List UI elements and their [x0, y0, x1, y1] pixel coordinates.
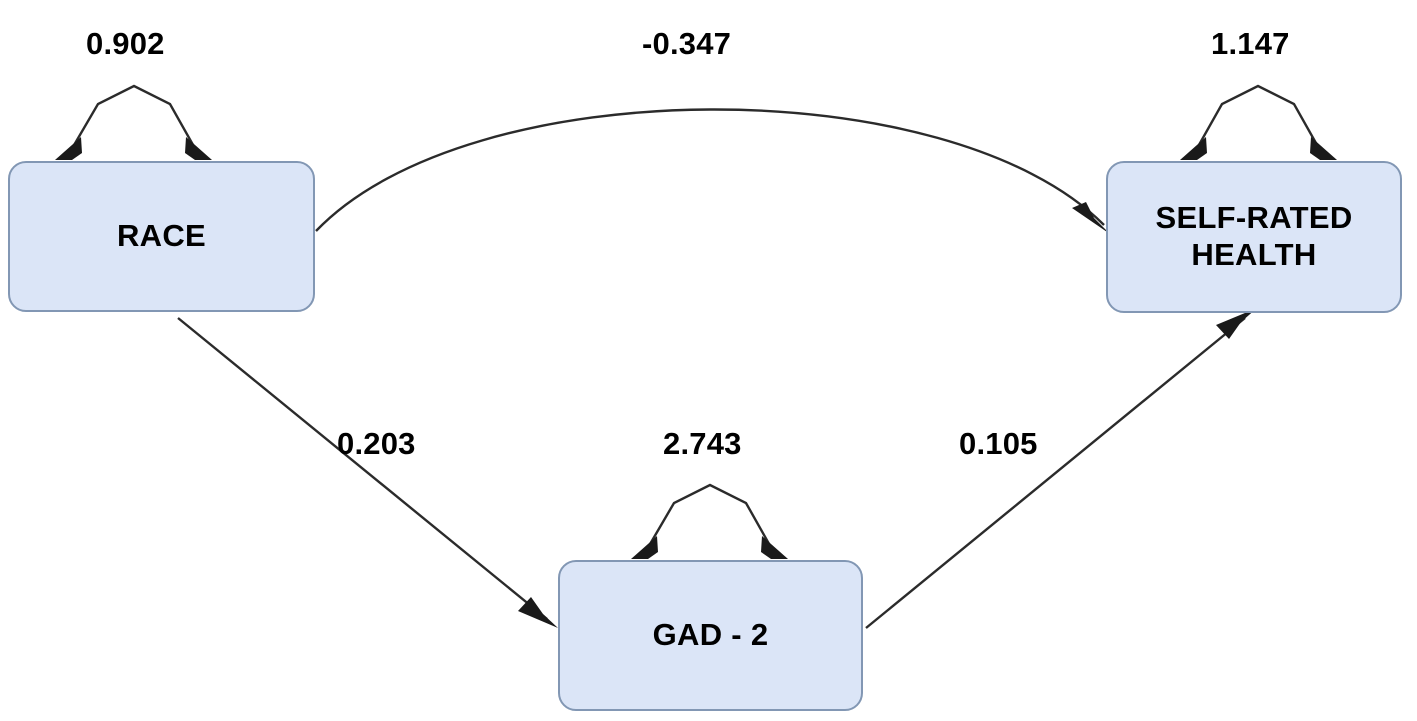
edge-race-to-health-arrowhead	[1072, 202, 1110, 234]
node-race-label: RACE	[116, 218, 207, 254]
variance-arc-gad2-path	[644, 483, 775, 552]
variance-arc-gad2	[631, 483, 788, 559]
variance-arc-gad2-arrowhead-left	[631, 536, 658, 559]
variance-label-health: 1.147	[1211, 26, 1290, 61]
node-self-rated-health-label: SELF-RATED HEALTH	[1155, 200, 1353, 272]
edge-gad2-to-health-path	[865, 317, 1246, 629]
variance-label-gad2: 2.743	[663, 426, 742, 461]
edge-label-race-to-health: -0.347	[642, 26, 732, 61]
edge-race-to-gad2-arrowhead	[518, 597, 558, 628]
edge-label-gad2-to-health: 0.105	[959, 426, 1038, 461]
node-gad2-label: GAD - 2	[652, 617, 769, 653]
variance-arc-health	[1180, 84, 1337, 160]
node-gad2[interactable]: GAD - 2	[558, 560, 863, 711]
variance-arc-race	[55, 84, 212, 160]
edge-gad2-to-health-arrowhead	[1216, 308, 1257, 339]
edge-race-to-gad2	[177, 317, 558, 628]
node-self-rated-health[interactable]: SELF-RATED HEALTH	[1106, 161, 1402, 313]
edge-label-race-to-gad2: 0.203	[337, 426, 416, 461]
edge-gad2-to-health	[865, 308, 1257, 629]
edge-race-to-health-path	[315, 108, 1105, 232]
edge-race-to-gad2-path	[177, 317, 548, 620]
variance-arc-race-path	[68, 84, 199, 153]
variance-arc-health-arrowhead-left	[1180, 137, 1207, 160]
variance-arc-race-arrowhead-right	[185, 137, 212, 160]
variance-label-race: 0.902	[86, 26, 165, 61]
variance-arc-health-arrowhead-right	[1310, 137, 1337, 160]
node-race[interactable]: RACE	[8, 161, 315, 312]
variance-arc-health-path	[1193, 84, 1323, 153]
edge-race-to-health	[315, 108, 1110, 234]
variance-arc-gad2-arrowhead-right	[761, 536, 788, 559]
variance-arc-race-arrowhead-left	[55, 137, 82, 160]
